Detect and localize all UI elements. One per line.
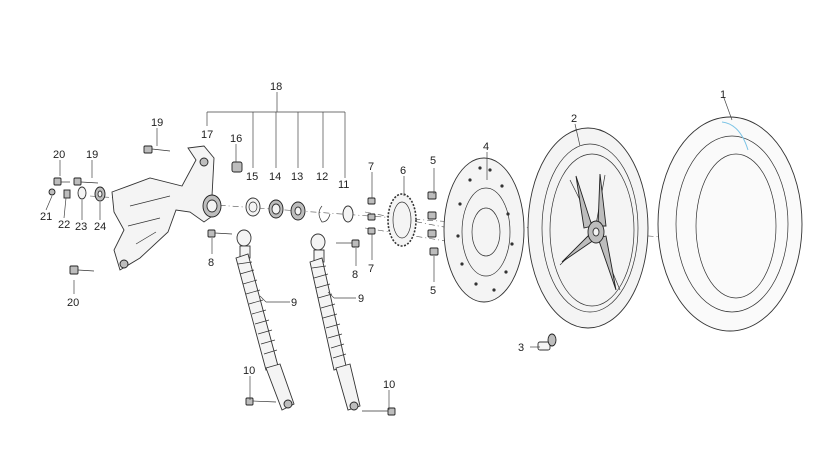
callout-20-upper: 20 bbox=[53, 149, 65, 161]
callout-14: 14 bbox=[269, 171, 281, 183]
callout-19-lower: 19 bbox=[86, 149, 98, 161]
ring-bolts bbox=[367, 197, 376, 235]
wheel-rim bbox=[527, 127, 649, 329]
callout-7-top: 7 bbox=[368, 161, 374, 173]
callout-8-left: 8 bbox=[208, 257, 214, 269]
callout-18: 18 bbox=[270, 81, 282, 93]
callout-23: 23 bbox=[75, 221, 87, 233]
disc-bolt-line-2 bbox=[364, 227, 471, 246]
callout-24: 24 bbox=[94, 221, 106, 233]
callout-21: 21 bbox=[40, 211, 52, 223]
callout-20-lower: 20 bbox=[67, 297, 79, 309]
callout-19-upper: 19 bbox=[151, 117, 163, 129]
callout-10-left: 10 bbox=[243, 365, 255, 377]
shock-bolts bbox=[207, 229, 360, 248]
bearing-stack bbox=[245, 197, 354, 223]
callout-5-bottom: 5 bbox=[430, 285, 436, 297]
disc-bolt-line-1 bbox=[364, 211, 471, 233]
callout-22: 22 bbox=[58, 219, 70, 231]
leader-lines bbox=[59, 92, 733, 410]
shock-absorber-right bbox=[309, 233, 361, 411]
callout-2: 2 bbox=[571, 113, 577, 125]
tyre-valve bbox=[537, 333, 557, 351]
callout-9-right: 9 bbox=[358, 293, 364, 305]
brake-disc bbox=[443, 157, 525, 303]
callout-7-bottom: 7 bbox=[368, 263, 374, 275]
circlip-12 bbox=[318, 205, 331, 223]
callout-4: 4 bbox=[483, 141, 489, 153]
callout-3: 3 bbox=[518, 342, 524, 354]
shock-absorber-left bbox=[235, 229, 295, 411]
tyre bbox=[657, 116, 803, 332]
callout-15: 15 bbox=[246, 171, 258, 183]
axle-centerline bbox=[89, 195, 761, 245]
disc-bolts bbox=[427, 191, 439, 256]
callout-6: 6 bbox=[400, 165, 406, 177]
tyre-accent-mark bbox=[721, 121, 749, 151]
leader-21-24 bbox=[45, 195, 101, 220]
callout-17: 17 bbox=[201, 129, 213, 141]
callout-13: 13 bbox=[291, 171, 303, 183]
callout-5-top: 5 bbox=[430, 155, 436, 167]
bushing-16 bbox=[231, 161, 243, 173]
callout-9-left: 9 bbox=[291, 297, 297, 309]
callout-1: 1 bbox=[720, 89, 726, 101]
tone-ring bbox=[387, 193, 417, 247]
callout-16: 16 bbox=[230, 133, 242, 145]
left-hardware bbox=[48, 145, 171, 275]
callout-12: 12 bbox=[316, 171, 328, 183]
callout-11: 11 bbox=[338, 179, 349, 191]
lower-bolts bbox=[245, 397, 396, 416]
callout-10-right: 10 bbox=[383, 379, 395, 391]
callout-8-right: 8 bbox=[352, 269, 358, 281]
swing-arm bbox=[111, 145, 222, 271]
